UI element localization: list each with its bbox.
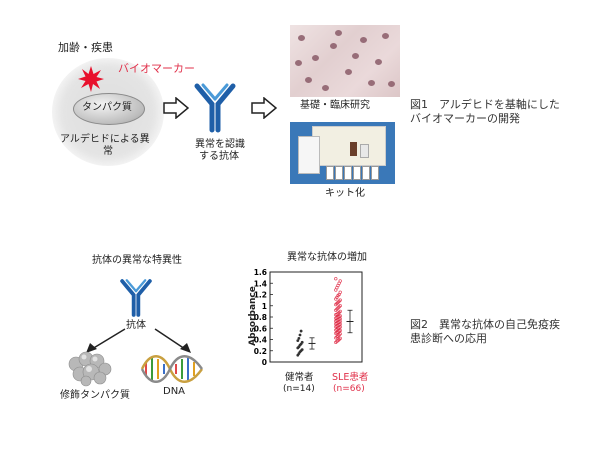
kit-vial bbox=[371, 166, 379, 180]
biomarker-label: バイオマーカー bbox=[118, 62, 195, 75]
burst-icon bbox=[78, 66, 104, 92]
scatter-chart: 0 0.2 0.4 0.6 0.8 1 1.2 1.4 1.6 bbox=[254, 268, 363, 367]
n-label-sle: (n=66) bbox=[333, 384, 365, 394]
aldehyde-label-line1: アルデヒドによる異 bbox=[60, 134, 150, 145]
antibody-icon bbox=[120, 279, 152, 317]
antibody-icon bbox=[194, 83, 236, 133]
x-category-sle: SLE患者 bbox=[332, 372, 369, 383]
chart-title: 異常な抗体の増加 bbox=[287, 252, 367, 263]
n-label-healthy: (n=14) bbox=[283, 384, 315, 394]
data-point bbox=[338, 336, 342, 340]
data-point bbox=[338, 304, 342, 308]
plot-frame bbox=[269, 271, 363, 363]
y-tick-label: 1.4 bbox=[254, 279, 267, 288]
data-point bbox=[338, 332, 342, 336]
antibody-label-line1: 異常を認識 bbox=[195, 139, 245, 150]
kit-plate bbox=[298, 136, 320, 174]
antibody-label: 抗体 bbox=[126, 320, 146, 331]
protein-label: タンパク質 bbox=[82, 102, 132, 113]
kit-image bbox=[290, 122, 395, 184]
modified-protein-icon bbox=[68, 351, 112, 387]
tissue-image bbox=[290, 25, 400, 97]
fig1-caption-line1: 図1 アルデヒドを基軸にした bbox=[410, 98, 560, 111]
kit-vial bbox=[353, 166, 361, 180]
kit-bottle bbox=[360, 144, 369, 158]
data-point bbox=[334, 277, 338, 281]
data-point bbox=[338, 328, 342, 333]
data-point bbox=[296, 339, 300, 343]
protein-shape bbox=[73, 93, 145, 125]
fig2-caption-line2: 患診断への応用 bbox=[410, 332, 487, 345]
y-tick-label: 0 bbox=[262, 358, 267, 367]
dna-icon bbox=[140, 355, 204, 383]
y-tick-label: 1 bbox=[262, 302, 267, 311]
kit-vial bbox=[335, 166, 343, 180]
kit-vial bbox=[344, 166, 352, 180]
y-tick-label: 0.2 bbox=[254, 347, 267, 356]
data-point bbox=[297, 336, 301, 340]
modified-protein-label: 修飾タンパク質 bbox=[60, 390, 130, 401]
specificity-title: 抗体の異常な特異性 bbox=[92, 255, 182, 266]
kit-vial bbox=[362, 166, 370, 180]
aging-disease-label: 加齢・疾患 bbox=[58, 41, 113, 54]
data-point bbox=[300, 340, 304, 344]
antibody-label-line2: する抗体 bbox=[199, 151, 239, 162]
data-point bbox=[338, 298, 342, 302]
data-point bbox=[338, 290, 342, 294]
y-tick-label: 1.6 bbox=[254, 268, 267, 277]
y-tick-label: 0.4 bbox=[254, 336, 267, 345]
y-tick-label: 0.8 bbox=[254, 313, 267, 322]
fig2-caption-line1: 図2 異常な抗体の自己免疫疾 bbox=[410, 318, 560, 331]
right-arrow-icon bbox=[163, 97, 189, 119]
kit-vial bbox=[326, 166, 334, 180]
y-tick-label: 1.2 bbox=[254, 291, 267, 300]
y-tick-label: 0.6 bbox=[254, 324, 267, 333]
data-point bbox=[300, 348, 304, 352]
fig1-caption-line2: バイオマーカーの開発 bbox=[410, 112, 520, 125]
data-point bbox=[338, 314, 342, 318]
diverging-arrows bbox=[86, 328, 191, 353]
kit-bottle bbox=[350, 142, 357, 156]
data-point bbox=[299, 329, 303, 333]
kit-box bbox=[312, 126, 386, 166]
data-point bbox=[338, 279, 342, 283]
dna-label: DNA bbox=[163, 386, 186, 397]
x-category-healthy: 健常者 bbox=[285, 372, 314, 383]
research-label: 基礎・臨床研究 bbox=[300, 100, 370, 111]
data-point bbox=[338, 309, 342, 313]
right-arrow-icon bbox=[251, 97, 277, 119]
kit-label: キット化 bbox=[325, 188, 365, 199]
data-point bbox=[298, 333, 302, 337]
aldehyde-label-line2: 常 bbox=[103, 146, 113, 157]
